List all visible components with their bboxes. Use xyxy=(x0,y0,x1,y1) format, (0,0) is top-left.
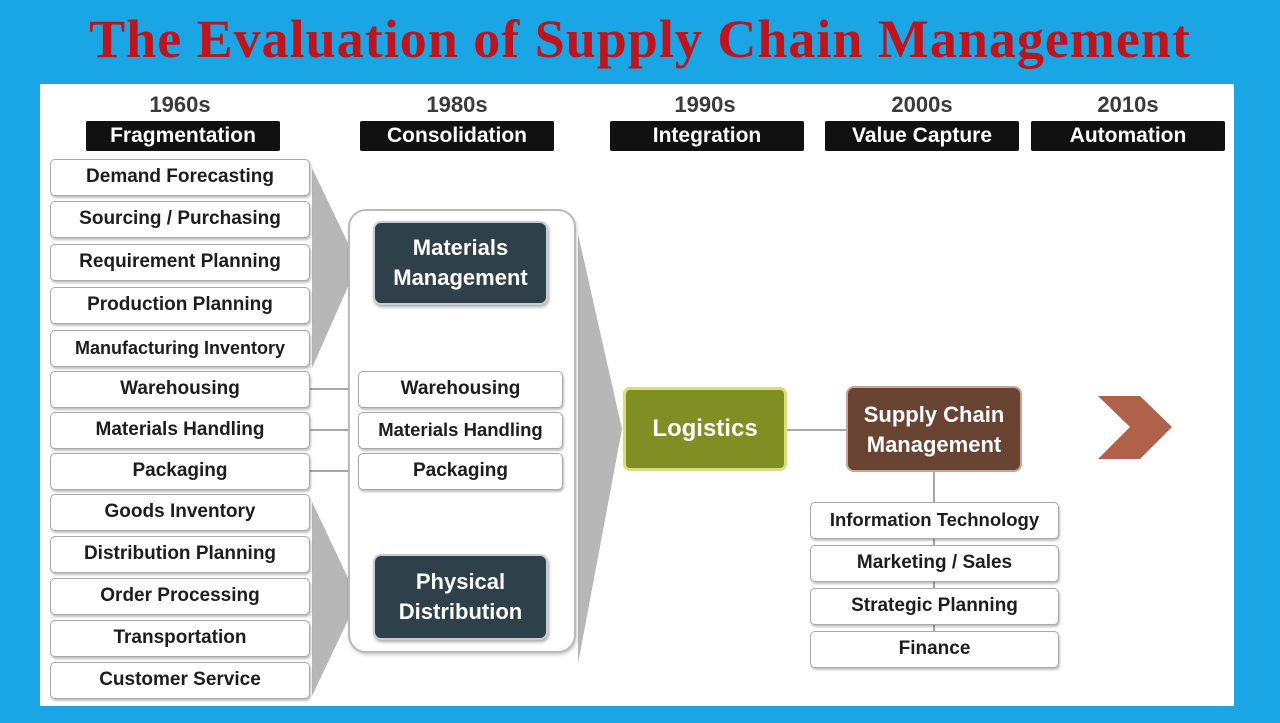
activity-warehousing: Warehousing xyxy=(50,371,310,408)
diagram-connectors xyxy=(310,168,1172,696)
function-information-technology: Information Technology xyxy=(810,502,1059,539)
activity-customer-service: Customer Service xyxy=(50,662,310,699)
activity-transportation: Transportation xyxy=(50,620,310,657)
materials-management-box: Materials Management xyxy=(373,221,548,305)
activity-order-processing: Order Processing xyxy=(50,578,310,615)
scm-box: Supply Chain Management xyxy=(846,386,1022,472)
title-bar: The Evaluation of Supply Chain Managemen… xyxy=(0,0,1280,84)
scm-line-1: Supply Chain xyxy=(863,402,1005,427)
chevron-right-icon xyxy=(1098,396,1172,459)
activity-distribution-planning: Distribution Planning xyxy=(50,536,310,573)
page-title: The Evaluation of Supply Chain Managemen… xyxy=(89,9,1191,69)
era-label-value-capture: Value Capture xyxy=(825,121,1019,151)
era-year-1960s: 1960s xyxy=(149,92,211,117)
activity-sourcing-purchasing: Sourcing / Purchasing xyxy=(50,201,310,238)
funnel-arrow-logistics xyxy=(578,234,622,664)
function-finance: Finance xyxy=(810,631,1059,668)
activity-demand-forecasting: Demand Forecasting xyxy=(50,159,310,196)
era-year-2000s: 2000s xyxy=(891,92,953,117)
era-label-integration: Integration xyxy=(610,121,804,151)
materials-management-line-2: Management xyxy=(393,265,528,290)
scm-line-2: Management xyxy=(866,432,1002,457)
funnel-arrow-materials xyxy=(312,168,358,368)
consolidated-packaging: Packaging xyxy=(358,453,563,490)
funnel-arrow-distribution xyxy=(312,502,358,696)
materials-management-line-1: Materials xyxy=(412,235,509,260)
era-label-fragmentation: Fragmentation xyxy=(86,121,280,151)
activity-production-planning: Production Planning xyxy=(50,287,310,324)
activity-packaging: Packaging xyxy=(50,453,310,490)
consolidated-materials-handling: Materials Handling xyxy=(358,412,563,449)
diagram-panel: 1960s Fragmentation 1980s Consolidation … xyxy=(40,84,1234,706)
era-year-1980s: 1980s xyxy=(426,92,488,117)
activity-manufacturing-inventory: Manufacturing Inventory xyxy=(50,330,310,367)
consolidated-warehousing: Warehousing xyxy=(358,371,563,408)
activity-requirement-planning: Requirement Planning xyxy=(50,244,310,281)
logistics-box: Logistics xyxy=(623,387,787,471)
activity-materials-handling: Materials Handling xyxy=(50,412,310,449)
era-label-automation: Automation xyxy=(1031,121,1225,151)
function-marketing-sales: Marketing / Sales xyxy=(810,545,1059,582)
physical-distribution-line-2: Distribution xyxy=(398,599,523,624)
activity-goods-inventory: Goods Inventory xyxy=(50,494,310,531)
physical-distribution-line-1: Physical xyxy=(415,569,506,594)
era-year-2010s: 2010s xyxy=(1097,92,1159,117)
era-label-consolidation: Consolidation xyxy=(360,121,554,151)
function-strategic-planning: Strategic Planning xyxy=(810,588,1059,625)
physical-distribution-box: Physical Distribution xyxy=(373,554,548,640)
era-year-1990s: 1990s xyxy=(674,92,736,117)
